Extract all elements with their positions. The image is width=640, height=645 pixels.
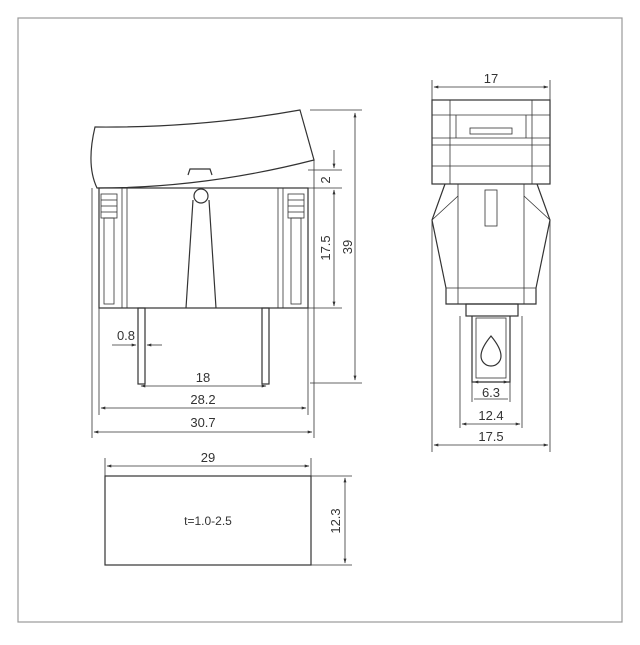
thickness-note: t=1.0-2.5 <box>184 514 232 528</box>
side-body <box>431 183 551 305</box>
front-view: 39 2 17.5 0.8 18 28.2 30.7 <box>90 109 362 438</box>
right-latch <box>287 193 305 305</box>
dim-body-height: 17.5 <box>318 235 333 260</box>
side-top-cap <box>431 99 551 185</box>
dim-total-width: 30.7 <box>190 415 215 430</box>
dim-gap: 2 <box>318 176 333 183</box>
terminal-hole <box>480 335 502 367</box>
actuator-nub <box>187 168 213 176</box>
central-plunger <box>185 199 217 309</box>
dim-terminal-thickness: 0.8 <box>117 328 135 343</box>
terminal-right <box>261 307 270 385</box>
dim-side-total-width: 17.5 <box>478 429 503 444</box>
panel-cutout-view: 29 12.3 t=1.0-2.5 <box>104 450 352 566</box>
side-view: 17 6.3 12.4 17.5 <box>431 71 551 452</box>
dim-body-width: 28.2 <box>190 392 215 407</box>
left-latch <box>100 193 118 305</box>
dim-terminal-width: 6.3 <box>482 385 500 400</box>
switch-housing <box>98 187 309 309</box>
side-clip <box>465 303 519 317</box>
terminal-left <box>137 307 146 385</box>
panel-cutout <box>104 475 312 566</box>
dim-cutout-height: 12.3 <box>328 508 343 533</box>
dim-clip-width: 12.4 <box>478 408 503 423</box>
dim-terminal-spacing: 18 <box>196 370 210 385</box>
side-terminal <box>471 316 511 383</box>
dim-top-width: 17 <box>484 71 498 86</box>
dim-cutout-width: 29 <box>201 450 215 465</box>
dim-height-total: 39 <box>340 240 355 254</box>
drawing-frame <box>17 17 623 623</box>
rocker-actuator <box>90 109 315 189</box>
